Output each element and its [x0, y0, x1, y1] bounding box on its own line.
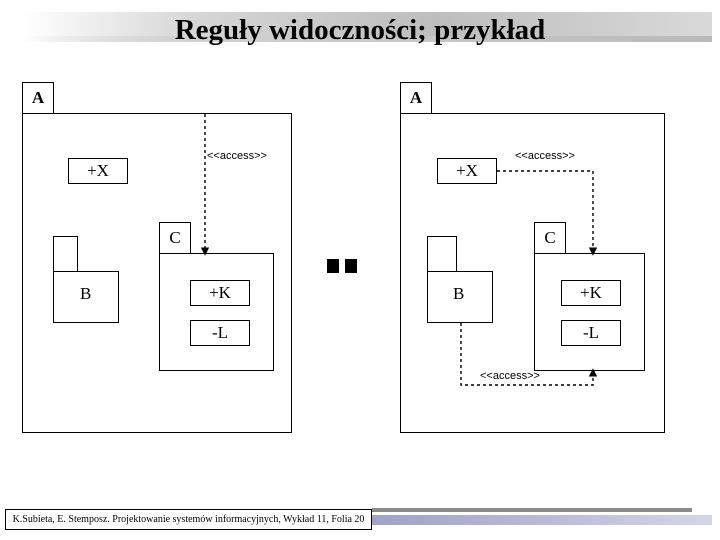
- right-class-k: +K: [561, 280, 621, 306]
- left-package-a: [22, 113, 292, 433]
- left-class-l: -L: [190, 320, 250, 346]
- left-package-c: [159, 253, 274, 371]
- right-access-arrow-bottom: [460, 323, 598, 386]
- left-class-k: +K: [190, 280, 250, 306]
- footer-accent-line: [372, 508, 692, 512]
- left-package-b: [53, 271, 119, 323]
- right-package-c-tab: C: [534, 222, 566, 254]
- equivalence-mark-left: [327, 259, 339, 273]
- footer-credit: K.Subieta, E. Stemposz. Projektowanie sy…: [5, 509, 372, 530]
- left-class-x: +X: [68, 158, 128, 184]
- right-access-arrow-top: [497, 170, 598, 256]
- left-package-c-tab: C: [159, 222, 191, 254]
- right-class-l: -L: [561, 320, 621, 346]
- left-package-b-label: B: [80, 284, 92, 303]
- equivalence-mark-right: [345, 259, 357, 273]
- right-package-b-label: B: [453, 284, 465, 303]
- right-class-x: +X: [437, 158, 497, 184]
- right-access-label-top: <<access>>: [515, 150, 575, 162]
- right-package-a: [400, 113, 665, 433]
- footer-bar: [372, 515, 712, 525]
- right-access-label-bottom: <<access>>: [480, 370, 540, 382]
- right-package-a-tab: A: [400, 82, 432, 114]
- left-access-label: <<access>>: [207, 150, 267, 162]
- slide-title: Reguły widoczności; przykład: [174, 14, 546, 46]
- right-package-b: [427, 271, 493, 323]
- title-underline: [22, 36, 712, 42]
